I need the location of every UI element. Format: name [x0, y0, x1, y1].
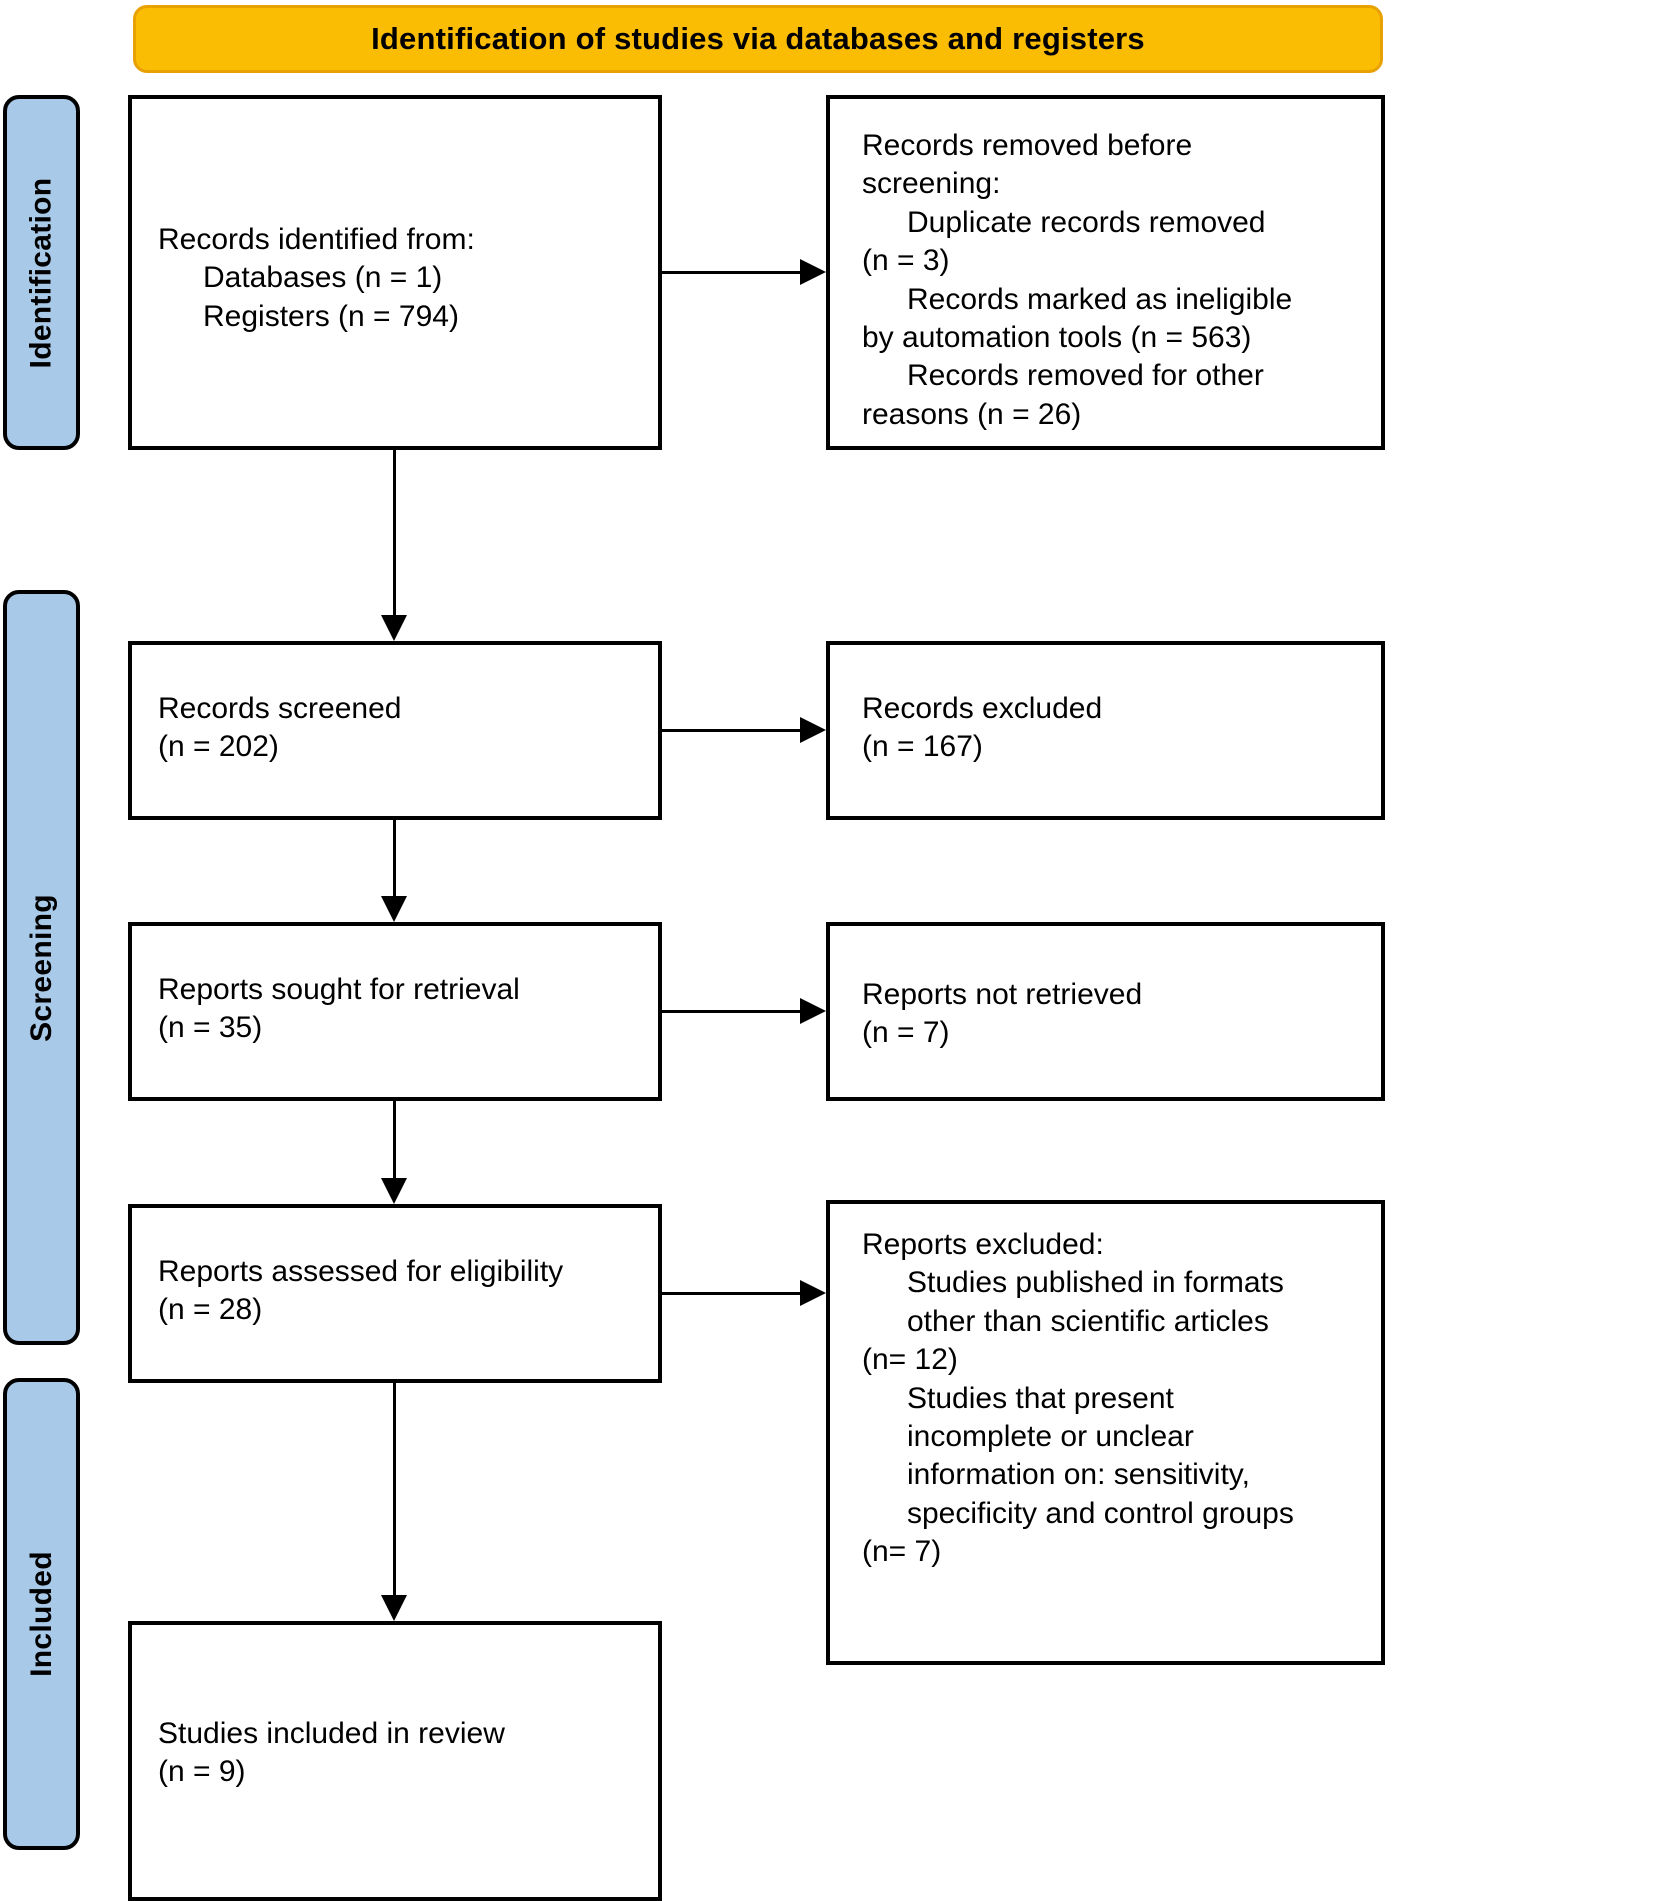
box-reports-not-retrieved: Reports not retrieved (n = 7) — [826, 922, 1385, 1101]
phase-label-included-text: Included — [24, 1551, 58, 1677]
connector-identified-to-removed — [662, 271, 800, 274]
box-records-removed-body: Records removed before screening: Duplic… — [862, 127, 1367, 434]
arrow-head-right — [800, 1280, 826, 1306]
text-line: Records removed before — [862, 129, 1193, 162]
text-line: Records removed for other — [907, 359, 1264, 393]
phase-label-identification-text: Identification — [24, 177, 58, 368]
connector-identified-to-screened — [393, 450, 396, 615]
box-reports-excluded-body: Reports excluded: Studies published in f… — [862, 1226, 1367, 1572]
diagram-title-text: Identification of studies via databases … — [371, 20, 1145, 56]
text-line: Reports sought for retrieval — [158, 973, 520, 1006]
phase-label-included: Included — [3, 1378, 80, 1850]
text-line: Studies that present — [907, 1381, 1174, 1415]
connector-sought-to-not-retrieved — [662, 1010, 800, 1013]
text-line: Records marked as ineligible — [907, 282, 1293, 316]
box-records-identified: Records identified from: Databases (n = … — [128, 95, 662, 450]
text-line: Records identified from: — [158, 223, 475, 256]
text-line: specificity and control groups — [907, 1496, 1294, 1530]
text-line: (n= 7) — [862, 1535, 942, 1569]
text-line: Records excluded — [862, 692, 1103, 725]
text-line: Studies included in review — [158, 1717, 505, 1750]
box-reports-not-retrieved-body: Reports not retrieved (n = 7) — [862, 976, 1367, 1053]
text-line: (n = 167) — [862, 730, 983, 764]
text-line: Databases (n = 1) — [203, 261, 443, 295]
text-line: Reports not retrieved — [862, 978, 1143, 1011]
text-line: (n = 28) — [158, 1293, 263, 1327]
phase-label-screening: Screening — [3, 590, 80, 1345]
text-line: (n = 9) — [158, 1755, 246, 1789]
box-reports-sought-body: Reports sought for retrieval (n = 35) — [158, 971, 644, 1048]
box-reports-sought-for-retrieval: Reports sought for retrieval (n = 35) — [128, 922, 662, 1101]
box-studies-included-in-review: Studies included in review (n = 9) — [128, 1621, 662, 1901]
connector-assessed-to-included — [393, 1383, 396, 1595]
text-line: reasons (n = 26) — [862, 397, 1082, 431]
box-reports-excluded: Reports excluded: Studies published in f… — [826, 1200, 1385, 1665]
text-line: Records screened — [158, 692, 402, 725]
box-records-removed-before-screening: Records removed before screening: Duplic… — [826, 95, 1385, 450]
box-records-screened-body: Records screened (n = 202) — [158, 690, 644, 767]
box-records-identified-body: Records identified from: Databases (n = … — [158, 221, 644, 336]
box-records-excluded: Records excluded (n = 167) — [826, 641, 1385, 820]
arrow-head-right — [800, 259, 826, 285]
box-reports-assessed-body: Reports assessed for eligibility (n = 28… — [158, 1253, 644, 1330]
arrow-head-down — [381, 896, 407, 922]
arrow-head-down — [381, 1595, 407, 1621]
text-line: Registers (n = 794) — [203, 299, 459, 333]
text-line: information on: sensitivity, — [907, 1458, 1250, 1492]
box-records-screened: Records screened (n = 202) — [128, 641, 662, 820]
text-line: screening: — [862, 167, 1001, 201]
diagram-title-banner: Identification of studies via databases … — [133, 5, 1383, 73]
connector-screened-to-excluded — [662, 729, 800, 732]
arrow-head-down — [381, 615, 407, 641]
connector-sought-to-assessed — [393, 1101, 396, 1178]
arrow-head-down — [381, 1178, 407, 1204]
text-line: Studies published in formats — [907, 1266, 1284, 1300]
text-line: other than scientific articles — [907, 1304, 1269, 1338]
text-line: Duplicate records removed — [907, 205, 1266, 239]
phase-label-identification: Identification — [3, 95, 80, 450]
text-line: (n = 35) — [158, 1011, 263, 1045]
text-line: by automation tools (n = 563) — [862, 320, 1252, 354]
arrow-head-right — [800, 998, 826, 1024]
text-line: (n = 3) — [862, 244, 950, 278]
arrow-head-right — [800, 717, 826, 743]
text-line: Reports assessed for eligibility — [158, 1255, 564, 1288]
box-records-excluded-body: Records excluded (n = 167) — [862, 690, 1367, 767]
phase-label-screening-text: Screening — [24, 893, 58, 1042]
text-line: (n = 202) — [158, 730, 279, 764]
connector-assessed-to-reports-excluded — [662, 1292, 800, 1295]
text-line: (n= 12) — [862, 1343, 958, 1377]
connector-screened-to-sought — [393, 820, 396, 896]
box-studies-included-body: Studies included in review (n = 9) — [158, 1715, 644, 1792]
text-line: Reports excluded: — [862, 1228, 1104, 1261]
text-line: (n = 7) — [862, 1016, 950, 1050]
box-reports-assessed-for-eligibility: Reports assessed for eligibility (n = 28… — [128, 1204, 662, 1383]
text-line: incomplete or unclear — [907, 1419, 1194, 1453]
